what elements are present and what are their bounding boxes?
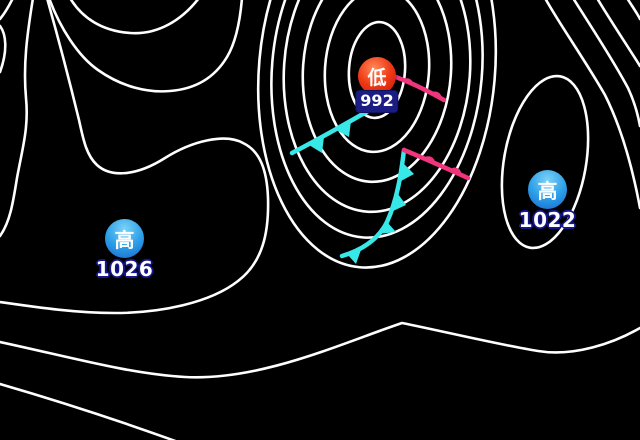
high-pressure-symbol: 高 [528,170,567,209]
low-pressure-marker: 低 992 [356,57,398,112]
warm-front-bump [429,91,442,100]
high-pressure-value: 1022 [518,208,577,232]
warm-front-bump [401,78,414,87]
isobar-ring [500,74,590,250]
warm-front-line [401,147,471,181]
isobar-ring [323,0,431,154]
isobar-line [0,382,177,440]
isobar-line [69,0,200,35]
cold-front-triangle [393,194,406,211]
warm-front-bump [423,156,436,164]
isobar-ring [347,20,407,120]
low-pressure-symbol: 低 [358,57,396,95]
warm-front-bump [449,167,462,176]
cold-front-line [289,108,371,156]
high-pressure-symbol: 高 [105,219,144,258]
high-pressure-value: 1026 [95,257,154,281]
cold-front-triangle [401,163,414,181]
isobar-ring [301,0,453,184]
isobar-ring [256,0,498,269]
isobar-line [544,0,640,210]
isobar-line [596,0,640,68]
high-pressure-symbol-text: 高 [114,228,135,252]
low-pressure-symbol-text: 低 [367,66,387,89]
isobar-line [0,321,640,379]
isobar-line [0,24,7,74]
isobar-ring [270,0,484,239]
fronts [289,73,471,264]
isobar-line [0,0,34,238]
isobar-line [0,0,270,315]
cold-front-triangle [378,222,396,234]
isobar-line [0,0,14,21]
isobar-line [572,0,640,128]
low-pressure-value: 992 [356,91,398,112]
cold-front-triangle [336,121,351,137]
cold-front-triangle [347,247,362,264]
cold-front-line [339,147,407,259]
cold-front-triangle [309,137,324,153]
high-pressure-symbol-text: 高 [537,179,558,203]
isobar-ring [282,0,472,214]
isobar-line [48,0,244,93]
high-pressure-marker-1022: 高 1022 [519,170,576,230]
high-pressure-marker-1026: 高 1026 [96,219,153,279]
isobar-line [626,0,640,21]
